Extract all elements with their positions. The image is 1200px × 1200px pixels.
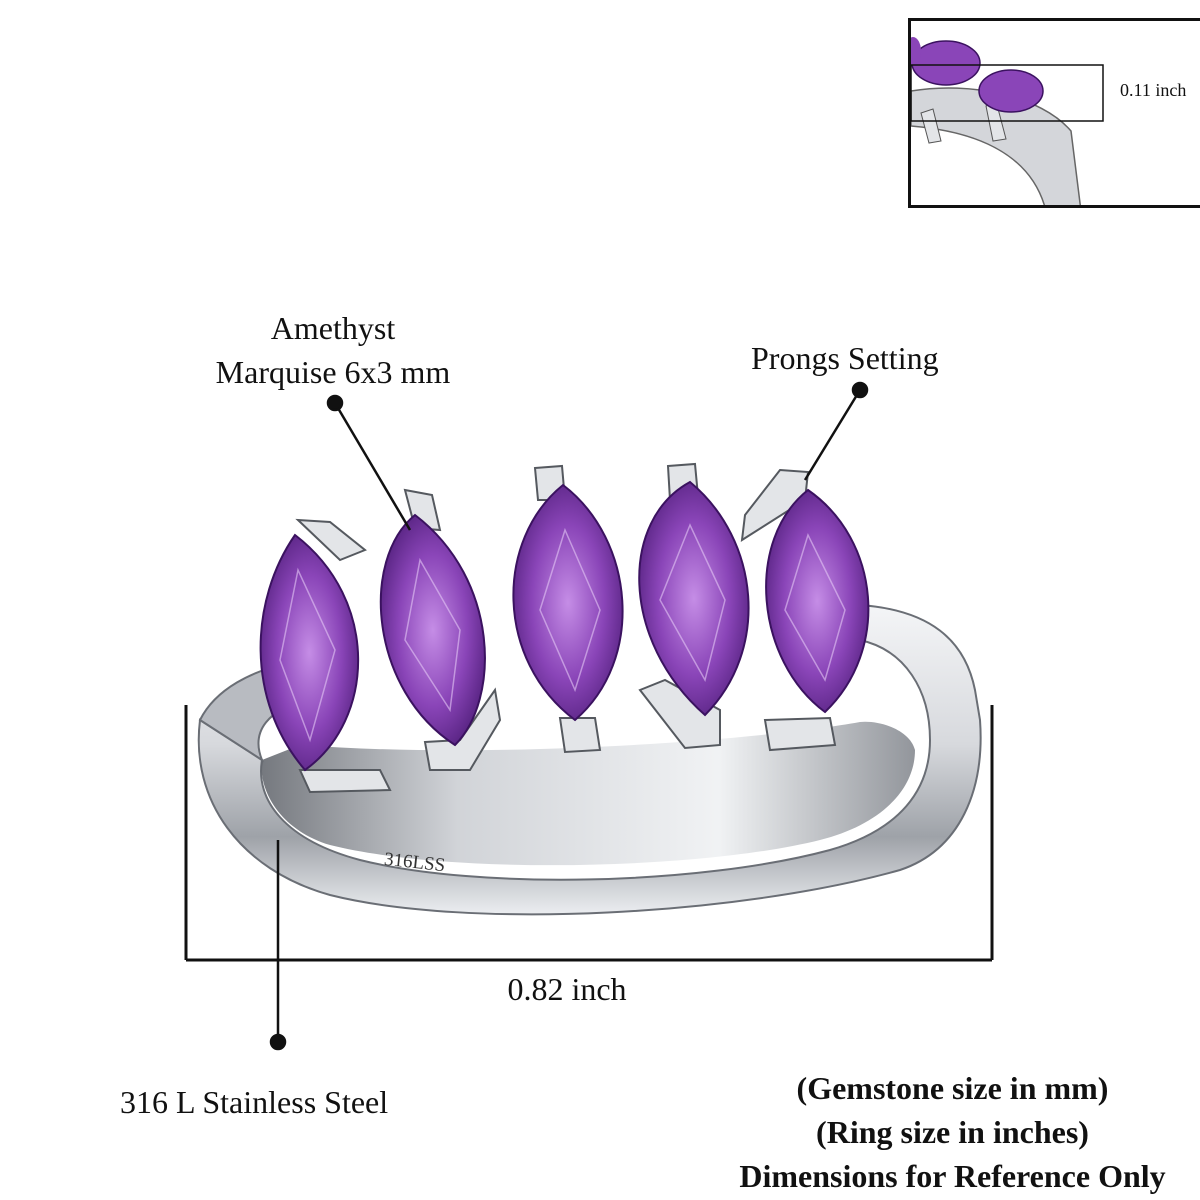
width-dimension-label: 0.82 inch [507,971,627,1007]
amethyst-stones [259,480,870,772]
gemstone-callout: Amethyst Marquise 6x3 mm [188,306,478,394]
reference-disclaimer: Dimensions for Reference Only [739,1158,1166,1194]
ring-size-note: (Ring size in inches) [816,1114,1089,1150]
gemstone-size: Marquise 6x3 mm [215,354,451,390]
amethyst-stone-2 [379,513,486,747]
height-detail-inset [908,18,1200,208]
amethyst-stone-4 [638,480,750,717]
prongs [295,462,837,794]
leader-lines [269,381,869,1051]
reference-notes: (Gemstone size in mm) (Ring size in inch… [700,1066,1200,1198]
setting-callout: Prongs Setting [751,340,939,376]
amethyst-stone-5 [765,488,870,714]
amethyst-stone-3 [512,483,624,722]
metal-callout: 316 L Stainless Steel [120,1084,389,1120]
gemstone-size-note: (Gemstone size in mm) [796,1070,1109,1106]
height-dimension-label: 0.11 inch [1120,80,1187,100]
width-dimension-bracket [184,705,994,962]
gemstone-name: Amethyst [270,310,396,346]
ring-band [197,603,982,916]
inset-ring-detail [911,37,1104,205]
amethyst-stone-1 [259,533,360,772]
